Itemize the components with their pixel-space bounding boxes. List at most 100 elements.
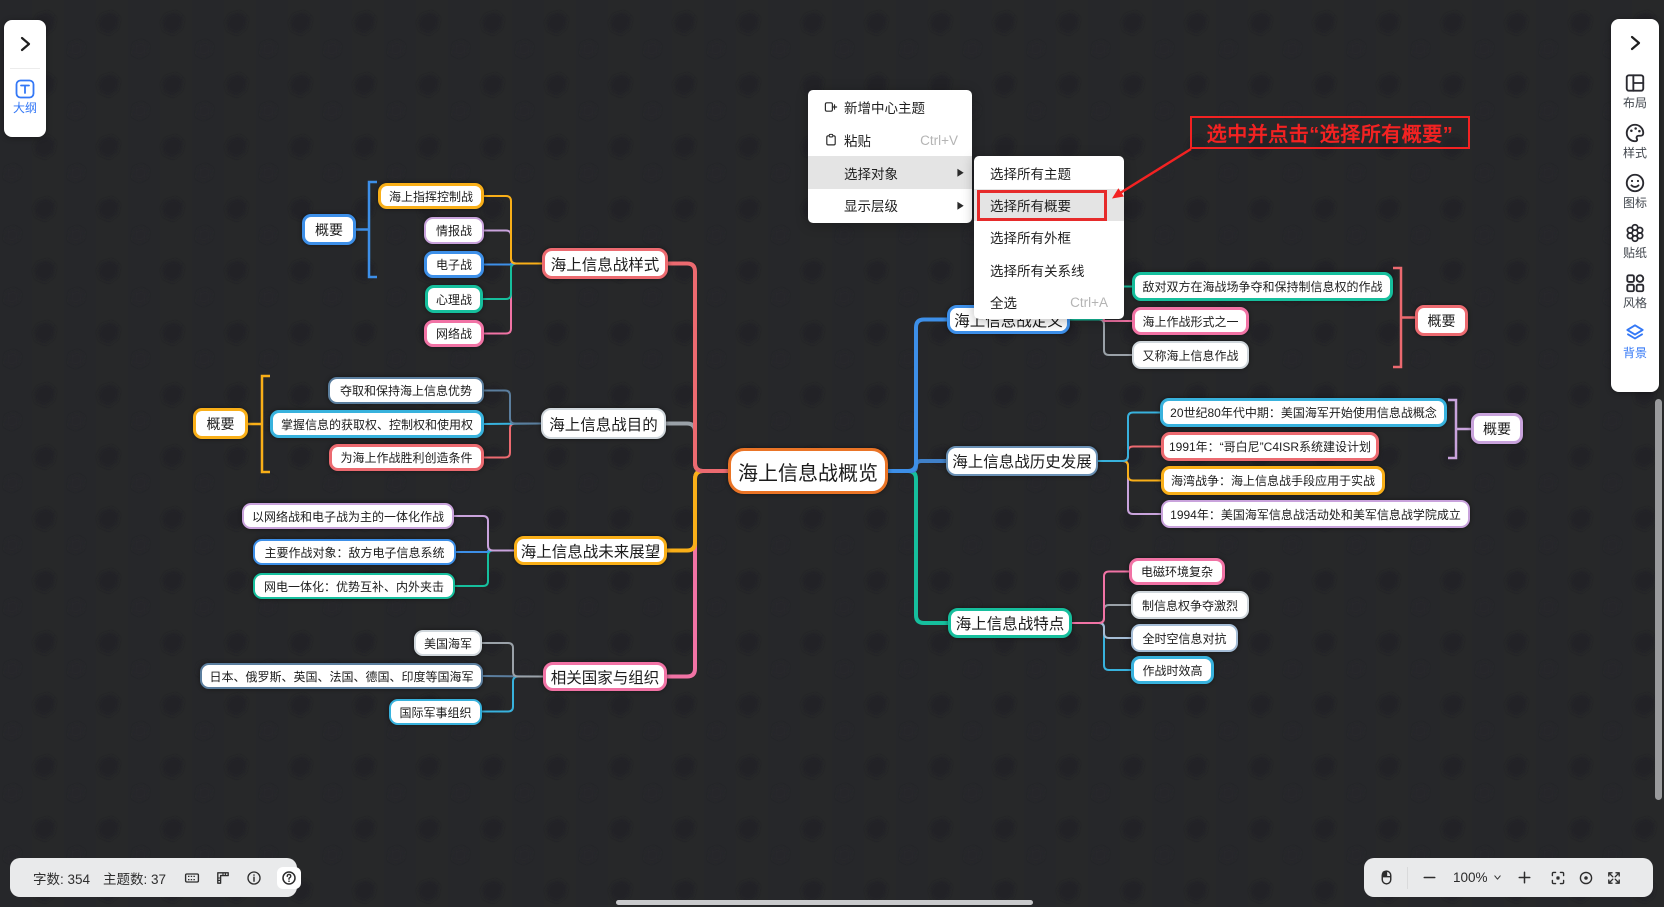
zoom-in-button[interactable] bbox=[1517, 870, 1532, 885]
sidebar-item-background[interactable]: 背景 bbox=[1611, 322, 1659, 360]
mindmap-node-c62[interactable]: 1991年：“哥白尼”C4ISR系统建设计划 bbox=[1161, 432, 1379, 461]
connector-lk-c53 bbox=[1070, 318, 1132, 356]
palette-icon bbox=[1625, 123, 1645, 143]
horizontal-scrollbar[interactable] bbox=[616, 900, 1033, 905]
connector-lk-m4 bbox=[667, 469, 728, 679]
mindmap-node-c72[interactable]: 制信息权争夺激烈 bbox=[1131, 591, 1249, 619]
mindmap-node-m6[interactable]: 海上信息战历史发展 bbox=[946, 446, 1098, 476]
mouse-button[interactable] bbox=[1378, 869, 1395, 886]
mindmap-node-m1[interactable]: 海上信息战样式 bbox=[542, 248, 668, 279]
fullscreen-button[interactable] bbox=[1606, 870, 1622, 886]
mindmap-node-s6[interactable]: 概要 bbox=[1471, 413, 1523, 444]
connector-lk-c33 bbox=[455, 549, 514, 587]
mindmap-node-m2[interactable]: 海上信息战目的 bbox=[541, 408, 666, 439]
mindmap-node-c52[interactable]: 海上作战形式之一 bbox=[1132, 307, 1249, 335]
mindmap-node-c31[interactable]: 以网络战和电子战为主的一体化作战 bbox=[242, 503, 454, 529]
mindmap-node-c23[interactable]: 为海上作战胜利创造条件 bbox=[329, 444, 484, 471]
menu-item-选择所有主题[interactable]: 选择所有主题 bbox=[990, 166, 1071, 182]
mindmap-node-c64[interactable]: 1994年：美国海军信息战活动处和美军信息战学院成立 bbox=[1161, 500, 1470, 528]
zoom-out-button[interactable] bbox=[1422, 870, 1437, 885]
connector-lk-m7 bbox=[888, 469, 948, 625]
locate-button[interactable] bbox=[1578, 870, 1594, 886]
mindmap-node-m7[interactable]: 海上信息战特点 bbox=[948, 608, 1072, 638]
menu-item-选择所有概要[interactable]: 选择所有概要 bbox=[974, 188, 1124, 222]
mindmap-node-root[interactable]: 海上信息战概览 bbox=[728, 448, 888, 494]
left-panel-expand-button[interactable] bbox=[4, 20, 46, 68]
mindmap-node-c43[interactable]: 国际军事组织 bbox=[389, 699, 482, 725]
mindmap-node-m4[interactable]: 相关国家与组织 bbox=[543, 662, 667, 691]
mindmap-node-c22[interactable]: 掌握信息的获取权、控制权和使用权 bbox=[270, 410, 484, 438]
zoom-toolbar: 100% bbox=[1364, 858, 1653, 897]
mindmap-node-c15[interactable]: 网络战 bbox=[424, 320, 484, 347]
menu-item-选择对象[interactable]: 选择对象▶ bbox=[808, 156, 972, 190]
summary-bracket-b2[interactable] bbox=[248, 374, 270, 474]
mindmap-node-c61[interactable]: 20世纪80年代中期：美国海军开始使用信息战概念 bbox=[1160, 398, 1447, 427]
annotation-text: 选中并点击“选择所有概要” bbox=[1206, 124, 1454, 146]
info-button[interactable] bbox=[246, 870, 262, 886]
menu-item-显示层级[interactable]: 显示层级▶ bbox=[844, 199, 964, 215]
mindmap-node-c32[interactable]: 主要作战对象：敌方电子信息系统 bbox=[253, 539, 456, 565]
mindmap-node-c21[interactable]: 夺取和保持海上信息优势 bbox=[328, 377, 484, 404]
mindmap-node-c41[interactable]: 美国海军 bbox=[414, 630, 482, 656]
word-count: 字数: 354 bbox=[33, 871, 91, 887]
sidebar-item-sticker[interactable]: 贴纸 bbox=[1611, 222, 1659, 260]
annotation-highlight-rect bbox=[977, 190, 1107, 221]
sticker-icon bbox=[1626, 223, 1644, 243]
sidebar-item-theme[interactable]: 风格 bbox=[1611, 272, 1659, 310]
summary-bracket-b1[interactable] bbox=[356, 180, 377, 279]
zoom-level: 100% bbox=[1453, 870, 1488, 885]
toolbar-divider bbox=[1407, 866, 1408, 889]
mindmap-node-c63[interactable]: 海湾战争：海上信息战手段应用于实战 bbox=[1161, 466, 1385, 495]
mindmap-node-c12[interactable]: 情报战 bbox=[424, 217, 484, 244]
help-button[interactable] bbox=[277, 866, 302, 889]
connector-lk-c21 bbox=[484, 389, 541, 425]
mindmap-node-c33[interactable]: 网电一体化：优势互补、内外夹击 bbox=[253, 573, 455, 599]
connector-lk-c23 bbox=[484, 422, 541, 459]
connector-lk-m1 bbox=[668, 261, 728, 473]
menu-item-选择所有关系线[interactable]: 选择所有关系线 bbox=[990, 263, 1085, 279]
fullscreen-icon bbox=[1607, 871, 1620, 884]
zoom-out-icon bbox=[1423, 876, 1436, 879]
mindmap-node-c42[interactable]: 日本、俄罗斯、英国、法国、德国、印度等国海军 bbox=[200, 663, 483, 689]
mindmap-node-s2[interactable]: 概要 bbox=[193, 408, 248, 439]
vertical-scrollbar[interactable] bbox=[1655, 399, 1662, 800]
fit-icon bbox=[1551, 871, 1564, 884]
mindmap-node-c71[interactable]: 电磁环境复杂 bbox=[1129, 558, 1225, 585]
outline-icon bbox=[15, 79, 35, 99]
right-panel-collapse-button[interactable] bbox=[1611, 19, 1659, 67]
shortcut-keyboard-button[interactable] bbox=[184, 870, 200, 886]
mindmap-node-s1[interactable]: 概要 bbox=[302, 214, 356, 245]
mindmap-node-c74[interactable]: 作战时效高 bbox=[1131, 656, 1214, 684]
fit-button[interactable] bbox=[1550, 870, 1566, 886]
submenu-arrow-icon: ▶ bbox=[957, 166, 964, 178]
topic-count: 主题数: 37 bbox=[103, 871, 167, 887]
mindmap-node-c73[interactable]: 全时空信息对抗 bbox=[1131, 624, 1238, 652]
ruler-button[interactable] bbox=[215, 870, 231, 886]
sidebar-item-palette[interactable]: 样式 bbox=[1611, 122, 1659, 160]
sidebar-item-layout[interactable]: 布局 bbox=[1611, 72, 1659, 110]
chevron-right-icon bbox=[1630, 35, 1641, 51]
mindmap-node-s5[interactable]: 概要 bbox=[1415, 305, 1468, 336]
connector-lk-c72 bbox=[1072, 604, 1131, 624]
mindmap-node-c13[interactable]: 电子战 bbox=[424, 251, 484, 278]
smiley-icon bbox=[1625, 173, 1645, 193]
sidebar-item-outline[interactable]: 大纲 bbox=[4, 79, 46, 115]
mindmap-node-c11[interactable]: 海上指挥控制战 bbox=[378, 183, 484, 209]
mindmap-node-c14[interactable]: 心理战 bbox=[425, 285, 483, 313]
menu-item-新增中心主题[interactable]: 新增中心主题 bbox=[808, 91, 972, 124]
summary-bracket-b5[interactable] bbox=[1393, 266, 1415, 369]
sidebar-item-label: 布局 bbox=[1622, 96, 1647, 110]
mindmap-node-m3[interactable]: 海上信息战未来展望 bbox=[514, 536, 667, 565]
mindmap-node-c53[interactable]: 又称海上信息作战 bbox=[1132, 341, 1249, 369]
menu-item-选择所有外框[interactable]: 选择所有外框 bbox=[990, 231, 1071, 247]
chevron-down-button[interactable] bbox=[1492, 872, 1503, 883]
summary-bracket-b6[interactable] bbox=[1448, 398, 1471, 460]
mindmap-node-c51[interactable]: 敌对双方在海战场争夺和保持制信息权的作战 bbox=[1132, 272, 1393, 301]
sidebar-item-smiley[interactable]: 图标 bbox=[1611, 172, 1659, 210]
